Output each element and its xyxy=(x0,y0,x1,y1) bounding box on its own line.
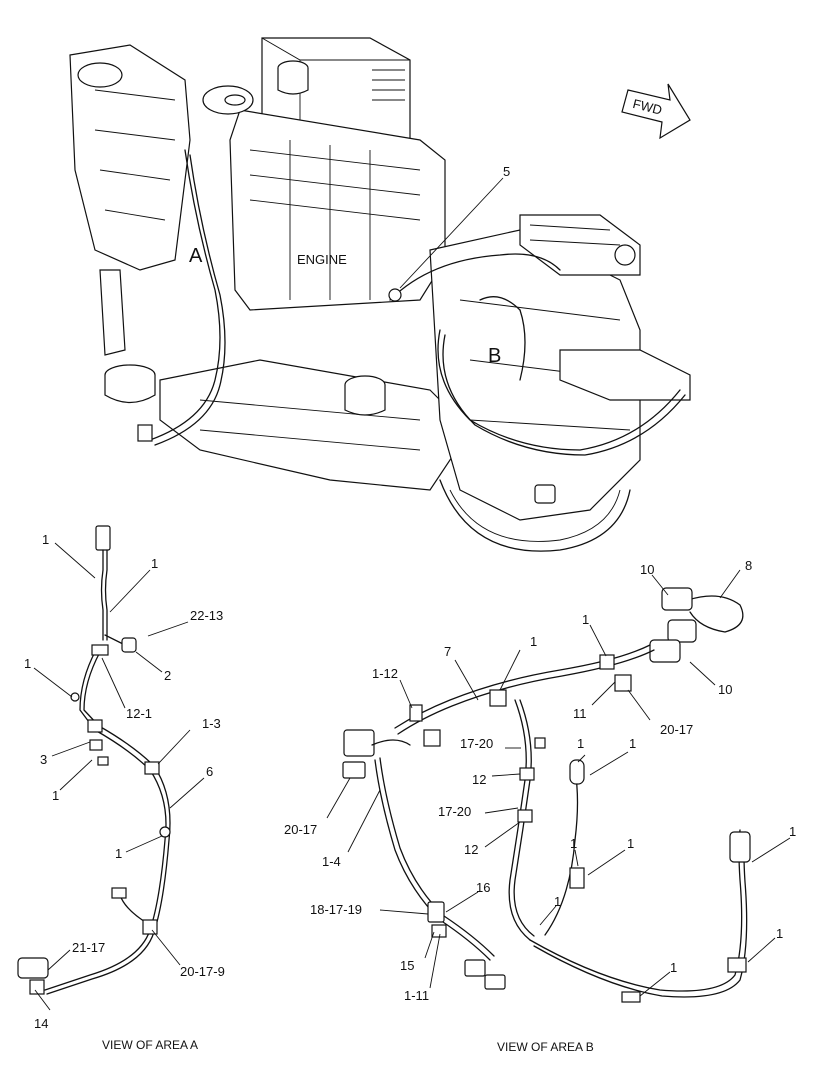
callout-b-1-j: 1 xyxy=(670,960,677,975)
callout-a-12-1: 12-1 xyxy=(126,706,152,721)
callout-a-21-17: 21-17 xyxy=(72,940,105,955)
callout-b-1-g: 1 xyxy=(789,824,796,839)
callout-b-1-i: 1 xyxy=(776,926,783,941)
callout-b-20-17-r: 20-17 xyxy=(660,722,693,737)
callout-b-1-c: 1 xyxy=(577,736,584,751)
callout-b-20-17-l: 20-17 xyxy=(284,822,317,837)
area-b-label: B xyxy=(488,345,501,367)
callout-a-1-mid: 1 xyxy=(115,846,122,861)
view-b-caption: VIEW OF AREA B xyxy=(497,1040,594,1054)
callout-a-1-small: 1 xyxy=(52,788,59,803)
callout-b-12-a: 12 xyxy=(472,772,486,787)
callout-b-1-h: 1 xyxy=(554,894,561,909)
callout-b-1-11: 1-11 xyxy=(404,988,429,1003)
callout-a-3: 3 xyxy=(40,752,47,767)
callout-b-7: 7 xyxy=(444,644,451,659)
callout-b-17-20-a: 17-20 xyxy=(460,736,493,751)
callout-5: 5 xyxy=(503,164,510,179)
callout-a-1-3: 1-3 xyxy=(202,716,221,731)
callout-b-10-bot: 10 xyxy=(718,682,732,697)
engine-label: ENGINE xyxy=(297,252,347,267)
view-area-b xyxy=(342,587,751,1003)
callout-b-1-b: 1 xyxy=(530,634,537,649)
clip-12-1 xyxy=(91,644,109,656)
callout-b-1-d: 1 xyxy=(629,736,636,751)
callout-b-1-4: 1-4 xyxy=(322,854,341,869)
callout-a-20-17-9: 20-17-9 xyxy=(180,964,225,979)
callout-b-17-20-b: 17-20 xyxy=(438,804,471,819)
view-a-caption: VIEW OF AREA A xyxy=(102,1038,198,1052)
callout-b-1-e: 1 xyxy=(570,836,577,851)
callout-b-18-17-19: 18-17-19 xyxy=(310,902,362,917)
area-a-label: A xyxy=(189,245,203,267)
callout-b-15: 15 xyxy=(400,958,414,973)
callout-b-10-top: 10 xyxy=(640,562,654,577)
callout-b-1-f: 1 xyxy=(627,836,634,851)
callout-b-1-12: 1-12 xyxy=(372,666,398,681)
view-area-a xyxy=(17,525,171,995)
engine-illustration xyxy=(69,37,691,552)
callout-b-12-b: 12 xyxy=(464,842,478,857)
fwd-arrow-icon xyxy=(621,83,691,140)
callout-a-1-top2: 1 xyxy=(151,556,158,571)
callout-a-14: 14 xyxy=(34,1016,48,1031)
callout-a-1-top: 1 xyxy=(42,532,49,547)
callout-b-16: 16 xyxy=(476,880,490,895)
callout-a-6: 6 xyxy=(206,764,213,779)
callout-b-1-a: 1 xyxy=(582,612,589,627)
callout-a-2: 2 xyxy=(164,668,171,683)
callout-b-8: 8 xyxy=(745,558,752,573)
callout-a-1-left: 1 xyxy=(24,656,31,671)
fwd-label: FWD xyxy=(631,96,663,118)
callout-a-22-13: 22-13 xyxy=(190,608,223,623)
callout-b-11: 11 xyxy=(573,706,587,721)
